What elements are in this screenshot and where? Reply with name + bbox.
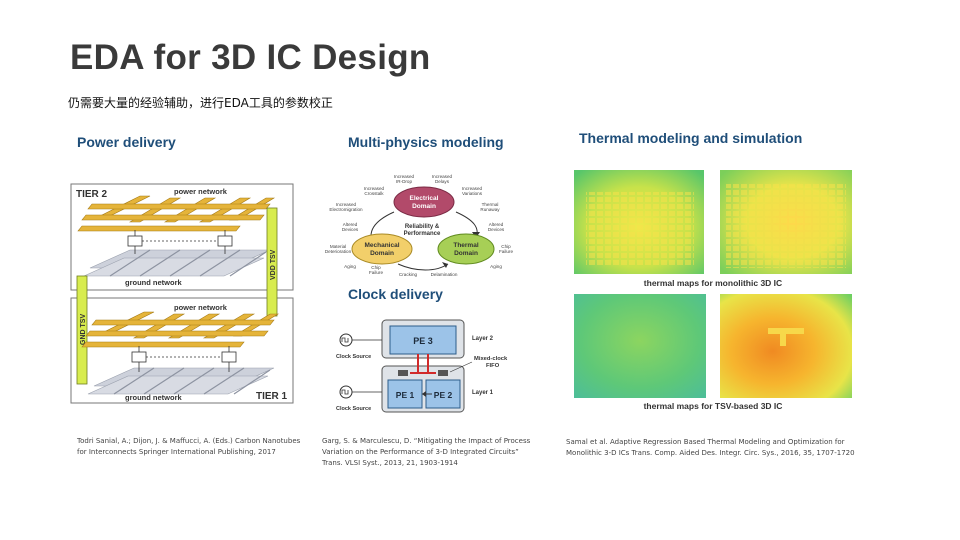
- svg-text:Deterioration: Deterioration: [325, 249, 352, 254]
- svg-text:ground network: ground network: [125, 393, 182, 402]
- tier1-power-grid: [81, 311, 280, 348]
- svg-text:Delamination: Delamination: [431, 272, 458, 277]
- svg-text:PE 2: PE 2: [434, 390, 453, 400]
- svg-text:Altered: Altered: [489, 222, 504, 227]
- svg-text:Increased: Increased: [364, 186, 385, 191]
- svg-text:Chip: Chip: [371, 265, 381, 270]
- svg-text:Crosstalk: Crosstalk: [364, 191, 384, 196]
- svg-text:Aging: Aging: [490, 264, 502, 269]
- gnd-tsv: [76, 275, 88, 385]
- svg-text:Mixed-clock: Mixed-clock: [474, 356, 508, 362]
- svg-text:Thermal: Thermal: [453, 242, 478, 249]
- power-delivery-diagram: TIER 2 power network ground network VDD …: [70, 183, 294, 404]
- tier2-power-grid: [77, 195, 276, 232]
- svg-text:Variations: Variations: [462, 191, 483, 196]
- clock-delivery-diagram: PE 3 Layer 2 PE 1 PE 2 Layer 1 Mixed-clo…: [336, 319, 508, 413]
- svg-text:TIER 2: TIER 2: [76, 189, 108, 200]
- thermal-heading: Thermal modeling and simulation: [579, 130, 803, 146]
- svg-text:Clock Source: Clock Source: [336, 406, 371, 412]
- svg-text:Increased: Increased: [394, 174, 415, 179]
- svg-text:Domain: Domain: [370, 250, 394, 257]
- clock-delivery-reference: Garg, S. & Marculescu, D. “Mitigating th…: [322, 437, 531, 467]
- electrical-domain: [393, 186, 455, 218]
- thermal-domain: [437, 233, 495, 265]
- svg-text:TIER 1: TIER 1: [256, 391, 288, 402]
- svg-text:Layer 2: Layer 2: [472, 336, 494, 342]
- svg-text:Domain: Domain: [454, 250, 478, 257]
- multiphysics-heading: Multi-physics modeling: [348, 134, 504, 150]
- page-title: EDA for 3D IC Design: [70, 38, 431, 77]
- svg-text:FIFO: FIFO: [486, 363, 500, 369]
- svg-text:power network: power network: [174, 187, 228, 196]
- svg-text:Layer 1: Layer 1: [472, 390, 494, 396]
- multiphysics-diagram: Electrical Domain Mechanical Domain Ther…: [325, 174, 514, 277]
- power-delivery-heading: Power delivery: [77, 134, 176, 150]
- svg-text:Reliability &: Reliability &: [405, 224, 440, 230]
- svg-text:thermal maps for monolithic 3D: thermal maps for monolithic 3D IC: [644, 278, 782, 288]
- thermal-reference: Samal et al. Adaptive Regression Based T…: [566, 438, 855, 457]
- svg-text:Performance: Performance: [404, 231, 441, 237]
- svg-text:Failure: Failure: [369, 270, 383, 275]
- svg-text:PE 1: PE 1: [396, 390, 415, 400]
- svg-text:thermal maps for TSV-based 3D: thermal maps for TSV-based 3D IC: [644, 401, 783, 411]
- clock-delivery-heading: Clock delivery: [348, 286, 443, 302]
- svg-text:Runaway: Runaway: [480, 207, 500, 212]
- svg-text:Material: Material: [330, 244, 346, 249]
- svg-text:Aging: Aging: [344, 264, 356, 269]
- thermal-map-tsv-a: [574, 294, 706, 398]
- svg-text:ground network: ground network: [125, 278, 182, 287]
- svg-text:Electromigration: Electromigration: [329, 207, 363, 212]
- svg-text:Thermal: Thermal: [482, 202, 499, 207]
- svg-text:Failure: Failure: [499, 249, 513, 254]
- thermal-maps: thermal maps for monolithic 3D IC therma…: [574, 170, 852, 411]
- svg-text:Devices: Devices: [342, 227, 359, 232]
- page-subtitle: 仍需要大量的经验辅助，进行EDA工具的参数校正: [68, 96, 333, 110]
- svg-text:Delays: Delays: [435, 179, 450, 184]
- tier1-ground-grid: [87, 367, 275, 395]
- pe3-box: [389, 325, 457, 355]
- svg-text:Increased: Increased: [336, 202, 357, 207]
- svg-text:IR-Drop: IR-Drop: [396, 179, 413, 184]
- pe1-box: [387, 379, 423, 409]
- svg-text:Altered: Altered: [343, 222, 358, 227]
- svg-text:Cracking: Cracking: [399, 272, 418, 277]
- svg-text:power network: power network: [174, 303, 228, 312]
- svg-text:Devices: Devices: [488, 227, 505, 232]
- svg-text:Increased: Increased: [462, 186, 483, 191]
- svg-text:Clock Source: Clock Source: [336, 354, 371, 360]
- svg-text:PE 3: PE 3: [413, 336, 433, 346]
- svg-text:Domain: Domain: [412, 203, 436, 210]
- power-delivery-reference: Todri Sanial, A.; Dijon, J. & Maffucci, …: [77, 437, 301, 456]
- svg-text:Chip: Chip: [501, 244, 511, 249]
- svg-text:Electrical: Electrical: [410, 195, 439, 202]
- svg-text:Mechanical: Mechanical: [364, 242, 399, 249]
- mechanical-domain: [351, 233, 413, 265]
- svg-text:GND TSV: GND TSV: [80, 314, 87, 345]
- svg-text:VDD TSV: VDD TSV: [270, 249, 277, 280]
- svg-text:Increased: Increased: [432, 174, 453, 179]
